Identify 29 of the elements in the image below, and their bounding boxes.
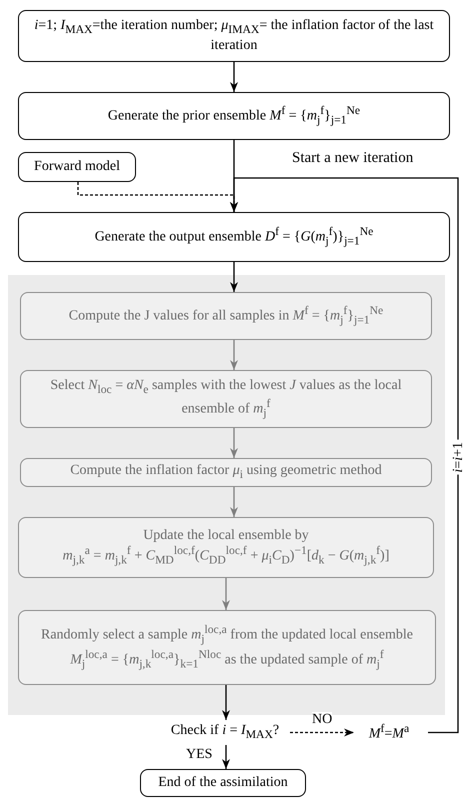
process-box [20,458,432,487]
model-box [18,152,136,182]
step-text: Update the local ensemble by [143,526,309,544]
dashed-arrow [290,728,354,736]
process-box [20,292,432,340]
process-box [18,517,434,578]
arrow [230,262,238,292]
arrow [230,340,238,370]
process-box [18,10,450,62]
step-text: Forward model [34,158,120,176]
arrow [222,578,230,610]
arrow [230,62,238,92]
process-box [18,92,450,140]
decision-text: Check if i = I$_{MAX}$? [170,722,280,743]
arrow [230,487,238,517]
process-box [18,610,436,685]
end-box [140,769,306,797]
assignment-text: M$^{f}$=M$^{a}$ [368,722,410,744]
step-text: End of the assimilation [158,774,288,792]
arrow [222,685,230,720]
step-text: m$_{j,k}$$^{a}$ = m$_{j,k}$$^{f}$ + C$_{MD}$$^{loc,f}$(C$_{DD}$$^{loc,f}$ + μ$_{i}$C$_{D}$)$^{−1}$[d$_{k}$ − G(m$_{j,k}$$^{f}$)] [62,544,390,568]
group-panel [8,275,445,715]
arrow [230,177,459,734]
arrow [222,745,230,769]
step-text: i=1; I$_{MAX}$=the iteration number; μ$_{IMAX}$= the inflation factor of the last iteration [33,17,435,55]
process-box [18,212,450,262]
step-text: Compute the inflation factor μ$_{i}$ using geometric method [70,462,382,483]
arrow [230,428,238,458]
process-box [20,370,432,428]
